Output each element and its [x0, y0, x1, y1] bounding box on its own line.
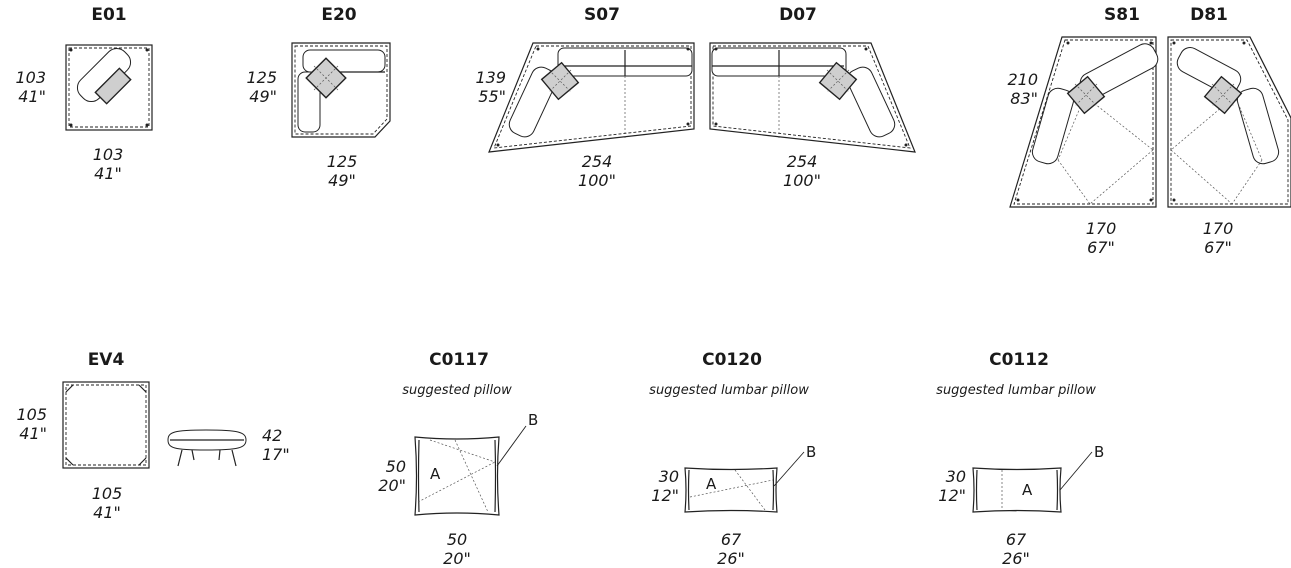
- depth-in: 49": [249, 87, 277, 106]
- width-cm: 105: [91, 484, 123, 503]
- width-cm: 103: [92, 145, 124, 164]
- module-e01-drawing: [65, 44, 153, 131]
- depth-cm: 125: [246, 68, 277, 87]
- width-in: 100": [578, 171, 616, 190]
- module-d81-drawing: [1167, 36, 1291, 208]
- module-e20-depth: 125 49": [246, 68, 277, 106]
- module-ev4-elevation-drawing: [167, 429, 247, 467]
- height-in: 12": [651, 486, 679, 505]
- height-cm: 42: [262, 426, 283, 445]
- pillow-c0117-label-a: A: [430, 465, 441, 483]
- pillow-c0112-note: suggested lumbar pillow: [936, 383, 1096, 398]
- pillow-c0112-code: C0112: [989, 350, 1049, 370]
- width-cm: 67: [720, 530, 742, 549]
- width-in: 41": [93, 503, 121, 522]
- module-e01-depth: 103 41": [15, 68, 46, 106]
- depth-cm: 210: [1007, 70, 1038, 89]
- pillow-c0120-code: C0120: [702, 350, 762, 370]
- width-cm: 67: [1005, 530, 1027, 549]
- height-cm: 30: [945, 467, 966, 486]
- pillow-c0120-label-b: B: [806, 443, 817, 461]
- pillow-c0112-drawing: [972, 451, 1093, 513]
- width-in: 100": [783, 171, 821, 190]
- width-in: 49": [328, 171, 356, 190]
- pillow-c0112-height: 30 12": [938, 467, 966, 505]
- module-s07-code: S07: [584, 5, 620, 25]
- module-ev4-width: 105 41": [92, 484, 123, 522]
- module-s07-width: 254 100": [578, 152, 616, 190]
- width-cm: 254: [786, 152, 818, 171]
- depth-cm: 139: [475, 68, 506, 87]
- depth-cm: 103: [15, 68, 46, 87]
- depth-in: 83": [1010, 89, 1038, 108]
- height-in: 17": [262, 445, 290, 464]
- height-in: 12": [938, 486, 966, 505]
- depth-in: 55": [478, 87, 506, 106]
- depth-in: 41": [18, 87, 46, 106]
- width-cm: 170: [1085, 219, 1117, 238]
- pillow-c0117-label-b: B: [528, 411, 539, 429]
- module-ev4-plan-drawing: [62, 381, 150, 469]
- height-cm: 50: [385, 457, 406, 476]
- module-ev4-height: 42 17": [262, 426, 290, 464]
- pillow-c0112-label-b: B: [1094, 443, 1105, 461]
- module-e20-code: E20: [321, 5, 357, 25]
- module-e20-drawing: [291, 42, 391, 138]
- width-in: 67": [1087, 238, 1115, 257]
- module-d07-drawing: [709, 42, 916, 153]
- module-s81-code: S81: [1104, 5, 1140, 25]
- width-cm: 50: [446, 530, 468, 549]
- pillow-c0120-width: 67 26": [717, 530, 745, 568]
- module-d81-width: 170 67": [1203, 219, 1234, 257]
- pillow-c0117-width: 50 20": [443, 530, 471, 568]
- depth-cm: 105: [16, 405, 47, 424]
- width-in: 20": [443, 549, 471, 568]
- module-d07-width: 254 100": [783, 152, 821, 190]
- module-ev4-code: EV4: [87, 350, 125, 370]
- pillow-c0112-width: 67 26": [1002, 530, 1030, 568]
- depth-in: 41": [19, 424, 47, 443]
- pillow-c0117-height: 50 20": [378, 457, 406, 495]
- module-s07-drawing: [488, 42, 695, 153]
- height-cm: 30: [658, 467, 679, 486]
- width-in: 26": [717, 549, 745, 568]
- height-in: 20": [378, 476, 406, 495]
- module-e01-width: 103 41": [93, 145, 124, 183]
- pillow-c0112-label-a: A: [1022, 481, 1033, 499]
- module-ev4-depth: 105 41": [16, 405, 47, 443]
- module-e20-width: 125 49": [327, 152, 358, 190]
- pillow-c0120-note: suggested lumbar pillow: [649, 383, 809, 398]
- module-e01-code: E01: [91, 5, 127, 25]
- module-s81-drawing: [1009, 36, 1159, 208]
- pillow-c0117-note: suggested pillow: [402, 383, 512, 398]
- width-in: 67": [1204, 238, 1232, 257]
- pillow-c0120-height: 30 12": [651, 467, 679, 505]
- pillow-c0117-drawing: [414, 425, 527, 516]
- pillow-c0117-code: C0117: [429, 350, 489, 370]
- width-in: 26": [1002, 549, 1030, 568]
- width-cm: 170: [1202, 219, 1234, 238]
- width-in: 41": [94, 164, 122, 183]
- module-s81-depth: 210 83": [1007, 70, 1038, 108]
- module-s81-width: 170 67": [1086, 219, 1117, 257]
- pillow-c0120-drawing: [684, 451, 805, 513]
- module-d81-code: D81: [1190, 5, 1228, 25]
- width-cm: 125: [326, 152, 358, 171]
- pillow-c0120-label-a: A: [706, 475, 717, 493]
- module-d07-code: D07: [779, 5, 817, 25]
- module-s07-depth: 139 55": [475, 68, 506, 106]
- width-cm: 254: [581, 152, 613, 171]
